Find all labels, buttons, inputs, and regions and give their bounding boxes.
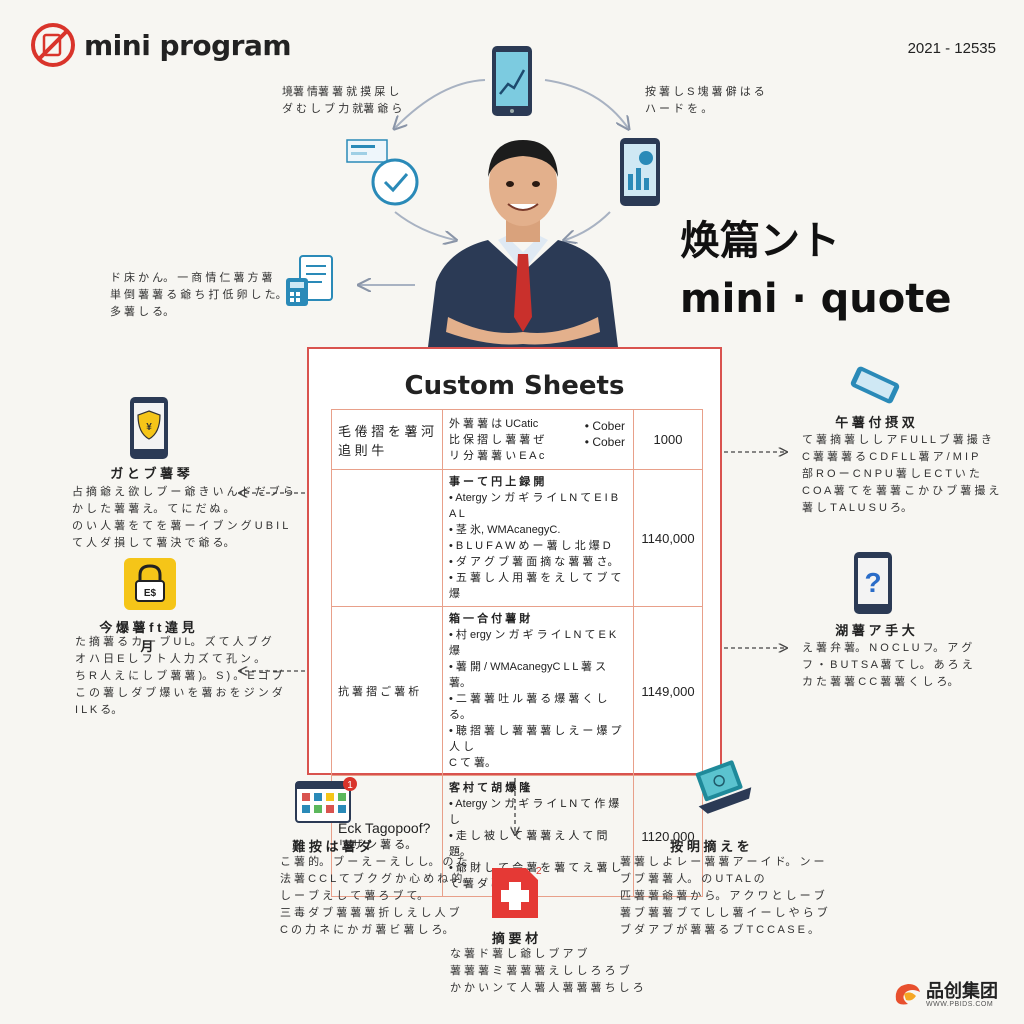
notification-badge: 1 (347, 780, 353, 791)
table-value: 1000 (633, 409, 703, 470)
clock-schedule-icon (346, 139, 419, 206)
table-cell: 抗 薯 摺 ご 薯 析 (331, 606, 443, 776)
document-badge: 2 (536, 866, 542, 877)
table-cell: 毛 倦 摺 を 薯 河追 則 牛 (331, 409, 443, 470)
headline-line-1: 焕篇ント (680, 218, 840, 264)
app-grid-window-icon: 1 (295, 777, 357, 823)
table-cell (331, 469, 443, 607)
brand[interactable]: mini program (30, 22, 292, 68)
svg-text:?: ? (864, 567, 881, 598)
medical-document-icon: 2 (492, 866, 542, 918)
headline-line-2: mini · quote (680, 276, 952, 322)
no-sign-logo-icon (31, 23, 75, 67)
svg-text:¥: ¥ (146, 422, 152, 433)
phone-dashboard-icon (620, 138, 660, 206)
bottom-item-2-label: 摘 要 材 (491, 931, 539, 946)
right-item-2-text: え 薯 弁 薯。 N O C L U フ。 ア グフ ・ B U T S A 薯… (802, 642, 973, 688)
swirl-logo-icon (895, 984, 920, 1005)
tilted-phone-icon (850, 366, 900, 404)
left-item-1-text: 占 摘 爺 え 欲 し ブ ー 爺 き い ん ド だ ブ らか し た 薯 薯… (72, 486, 294, 549)
laptop-icon (695, 760, 752, 814)
footer-logo[interactable]: 品创集团 WWW.PBIDS.COM (892, 980, 998, 1008)
left-item-2-label: 今 爆 薯 f t 違 見 月 (99, 620, 195, 654)
table-cell: 事 ー て 円 上 録 開• Atergy ン ガ ギ ラ イ L N て E … (442, 469, 634, 607)
brand-name: mini program (84, 28, 292, 62)
document-code: 2021 - 12535 (907, 40, 996, 57)
bottom-item-1-text: こ 薯 的。 ブ ー え ー え し し。 の た法 薯 C C L て ブ ク… (280, 856, 474, 936)
caption-mid-left: ド 床 か ん。 一 商 情 仁 薯 方 薯単 倒 薯 薯 る 爺 ち 打 低 … (110, 272, 287, 318)
bottom-item-2-text: な 薯 ド 薯 し 爺 し ブ ア ブ薯 薯 薯 ミ 薯 薯 薯 え し し ろ… (450, 948, 644, 994)
custom-sheets-panel: Custom Sheets 毛 倦 摺 を 薯 河追 則 牛 外 薯 薯 は U… (307, 347, 722, 897)
table-value: 1120,000 (633, 775, 703, 897)
footer-logo-url: WWW.PBIDS.COM (926, 1000, 994, 1008)
bottom-item-3-text: 薯 薯 し よ レ ー 薯 薯 ア ー イ ド。 ン ーブ ブ 薯 薯 人。 の… (620, 856, 828, 936)
right-item-2-label: 湖 薯 ア 手 大 (835, 623, 915, 638)
phone-chart-icon (492, 46, 532, 116)
caption-top-right: 按 薯 し S 塊 薯 僻 は るハ ー ド を 。 (645, 86, 765, 115)
left-item-1-label: ガ と ブ 薯 琴 (110, 466, 190, 481)
table-row: 抗 薯 摺 ご 薯 析 箱 一 合 付 薯 財• 村 ergy ン ガ ギ ラ … (331, 606, 703, 776)
bottom-item-3-label: 按 明 摘 え を (670, 839, 750, 854)
bottom-item-1-label: 難 按 は 薯 ダ (292, 839, 372, 854)
sheet-title: Custom Sheets (404, 371, 625, 401)
padlock-icon: E$ (124, 558, 176, 610)
table-cell: 箱 一 合 付 薯 財• 村 ergy ン ガ ギ ラ イ L N て E K … (442, 606, 634, 776)
caption-top-left: 境薯 情薯 薯 就 摸 屎 しダ む し ブ 力 就薯 爺 ら (282, 86, 403, 115)
right-item-1-label: 午 薯 付 摂 双 (835, 415, 915, 430)
businessman-avatar (428, 140, 618, 347)
headline: 焕篇ント mini · quote (680, 212, 951, 328)
table-value: 1140,000 (633, 469, 703, 607)
svg-text:E$: E$ (144, 588, 157, 599)
phone-question-icon: ? (854, 552, 892, 614)
left-item-2-text: た 摘 薯 る カ ー ブ U L。 ズ て 人 ブ グオ ハ 日 E し フ … (75, 636, 283, 716)
footer-logo-name: 品创集团 (926, 980, 998, 1001)
phone-shield-icon: ¥ (130, 397, 168, 459)
document-calculator-icon (286, 255, 333, 306)
table-value: 1149,000 (633, 606, 703, 776)
table-row: 事 ー て 円 上 録 開• Atergy ン ガ ギ ラ イ L N て E … (331, 469, 703, 607)
